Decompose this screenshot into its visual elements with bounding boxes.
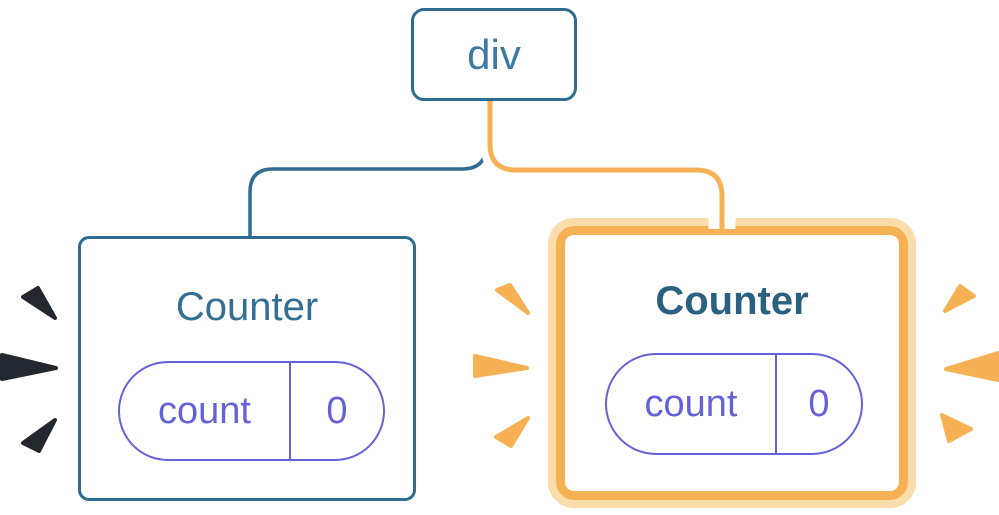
root-node: div [411,8,577,101]
spark-icon-right-box-left-top [495,283,530,315]
state-value-left: 0 [326,389,348,432]
counter-node-right: Counter count 0 [556,226,908,500]
spark-icon-left-bottom [21,418,57,453]
state-name-left: count [120,363,291,459]
state-value-right: 0 [808,382,830,425]
spark-icon-right-box-left-middle [473,354,529,378]
spark-icon-left-top [21,286,57,320]
spark-icon-right-box-left-bottom [494,416,530,448]
root-node-label: div [467,30,521,78]
counter-title-right: Counter [655,279,809,323]
state-pill-left: count 0 [118,361,385,461]
state-pill-right: count 0 [605,353,863,455]
edge-to-left-counter [248,101,488,238]
edge-to-right-counter [487,101,725,233]
edge-to-right-counter-casing [480,101,736,229]
counter-title-left: Counter [175,285,319,329]
state-name-right: count [607,355,777,453]
counter-node-right-glow: Counter count 0 [548,218,916,508]
counter-node-left: Counter count 0 [78,236,416,501]
spark-icon-right-box-right-top [943,284,976,313]
spark-icon-left-middle [0,353,58,381]
spark-icon-right-box-right-middle [944,351,999,382]
spark-icon-right-box-right-bottom [940,413,973,443]
